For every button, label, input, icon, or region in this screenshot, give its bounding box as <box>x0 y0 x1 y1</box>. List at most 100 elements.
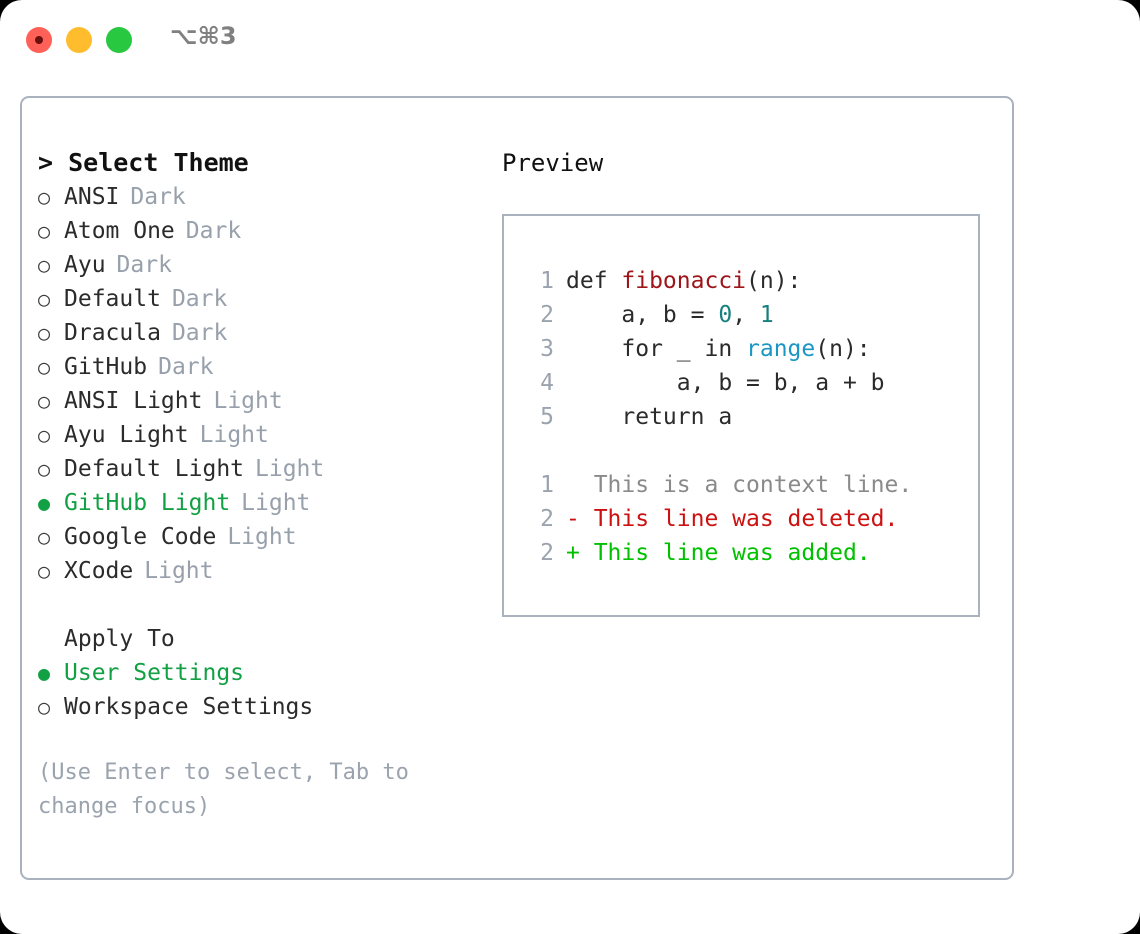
code-token: a, b = b, a + b <box>566 370 885 396</box>
theme-option-google-code[interactable]: ○ Google Code Light <box>38 520 478 554</box>
theme-option-tag: Dark <box>158 354 214 380</box>
theme-option-label: GitHub <box>64 354 148 380</box>
radio-unselected-icon: ○ <box>38 287 51 311</box>
code-text: a, b = b, a + b <box>566 366 885 400</box>
code-token: range <box>746 336 816 362</box>
select-theme-heading: > Select Theme <box>38 148 249 177</box>
code-token: a, b = <box>566 302 719 328</box>
diff-text: + This line was added. <box>566 540 871 566</box>
theme-option-label: Ayu Light <box>64 422 189 448</box>
theme-option-ansi[interactable]: ○ ANSI Dark <box>38 180 478 214</box>
radio-unselected-icon: ○ <box>38 457 51 481</box>
code-text: def fibonacci(n): <box>566 264 801 298</box>
theme-option-tag: Light <box>213 388 283 414</box>
theme-option-tag: Light <box>241 490 311 516</box>
code-line: 4 a, b = b, a + b <box>526 366 978 400</box>
close-button[interactable] <box>26 27 52 53</box>
diff-text: This is a context line. <box>566 472 913 498</box>
keyboard-hint: (Use Enter to select, Tab to change focu… <box>38 760 409 819</box>
line-number: 2 <box>540 506 554 532</box>
line-number: 2 <box>540 302 554 328</box>
code-token: (n): <box>746 268 802 294</box>
code-text: return a <box>566 400 732 434</box>
radio-selected-icon: ● <box>38 661 51 685</box>
radio-unselected-icon: ○ <box>38 219 51 243</box>
code-token: def <box>566 268 622 294</box>
theme-option-label: Atom One <box>64 218 175 244</box>
theme-option-ayu[interactable]: ○ Ayu Dark <box>38 248 478 282</box>
radio-unselected-icon: ○ <box>38 525 51 549</box>
theme-option-github[interactable]: ○ GitHub Dark <box>38 350 478 384</box>
theme-option-tag: Dark <box>171 286 228 312</box>
theme-option-tag: Light <box>144 558 214 584</box>
radio-selected-icon: ● <box>38 491 51 515</box>
apply-to-list[interactable]: ● User Settings ○Workspace Settings <box>38 656 478 724</box>
line-number: 1 <box>540 472 554 498</box>
radio-unselected-icon: ○ <box>38 389 51 413</box>
theme-option-xcode[interactable]: ○ XCode Light <box>38 554 478 588</box>
line-number: 2 <box>540 540 554 566</box>
theme-option-tag: Light <box>199 422 269 448</box>
theme-option-tag: Light <box>227 524 297 550</box>
code-token: (n): <box>815 336 871 362</box>
theme-option-github-light[interactable]: ● GitHub Light Light <box>38 486 478 520</box>
line-number: 1 <box>540 268 554 294</box>
code-token: 1 <box>759 302 774 328</box>
theme-option-tag: Dark <box>185 218 242 244</box>
minimize-button[interactable] <box>66 27 92 53</box>
line-number: 5 <box>540 404 554 430</box>
code-line: 5 return a <box>526 400 978 434</box>
line-number: 3 <box>540 336 554 362</box>
code-diff-spacer <box>526 434 978 468</box>
radio-unselected-icon: ○ <box>38 423 51 447</box>
code-line: 2 a, b = 0, 1 <box>526 298 978 332</box>
code-token: 0 <box>718 302 733 328</box>
diff-text: - This line was deleted. <box>566 506 899 532</box>
theme-option-label: Google Code <box>64 524 217 550</box>
theme-option-default-light[interactable]: ○ Default Light Light <box>38 452 478 486</box>
radio-unselected-icon: ○ <box>38 253 51 277</box>
apply-to-option-label: Workspace Settings <box>64 694 314 720</box>
code-line: 3 for _ in range(n): <box>526 332 978 366</box>
theme-option-label: GitHub Light <box>64 490 231 516</box>
theme-option-atom-one[interactable]: ○ Atom One Dark <box>38 214 478 248</box>
radio-unselected-icon: ○ <box>38 559 51 583</box>
theme-option-ayu-light[interactable]: ○ Ayu Light Light <box>38 418 478 452</box>
theme-option-tag: Dark <box>116 252 172 278</box>
list-spacer <box>38 588 478 622</box>
theme-option-label: Dracula <box>64 320 161 346</box>
diff-sample: 1 This is a context line. 2 - This line wa… <box>526 468 978 570</box>
code-line: 1 def fibonacci(n): <box>526 264 978 298</box>
diff-line: 2 - This line was deleted. <box>526 502 978 536</box>
code-token: for _ in <box>566 336 747 362</box>
theme-option-label: Ayu <box>64 252 106 278</box>
theme-option-label: Default Light <box>64 456 245 482</box>
radio-unselected-icon: ○ <box>38 185 51 209</box>
apply-to-heading: Apply To <box>64 626 175 652</box>
code-token: fibonacci <box>621 268 747 294</box>
code-token: , <box>732 302 760 328</box>
maximize-button[interactable] <box>106 27 132 53</box>
radio-unselected-icon: ○ <box>38 355 51 379</box>
theme-option-tag: Light <box>255 456 325 482</box>
apply-to-option-label: User Settings <box>64 660 245 686</box>
preview-heading: Preview <box>502 149 604 177</box>
theme-option-label: XCode <box>64 558 134 584</box>
diff-line: 2 + This line was added. <box>526 536 978 570</box>
code-token: return a <box>566 404 733 430</box>
theme-option-tag: Dark <box>130 184 186 210</box>
radio-unselected-icon: ○ <box>38 321 51 345</box>
diff-line: 1 This is a context line. <box>526 468 978 502</box>
apply-to-option-workspace-settings[interactable]: ○Workspace Settings <box>38 690 478 724</box>
apply-to-option-user-settings[interactable]: ● User Settings <box>38 656 478 690</box>
theme-option-label: ANSI <box>64 184 120 210</box>
